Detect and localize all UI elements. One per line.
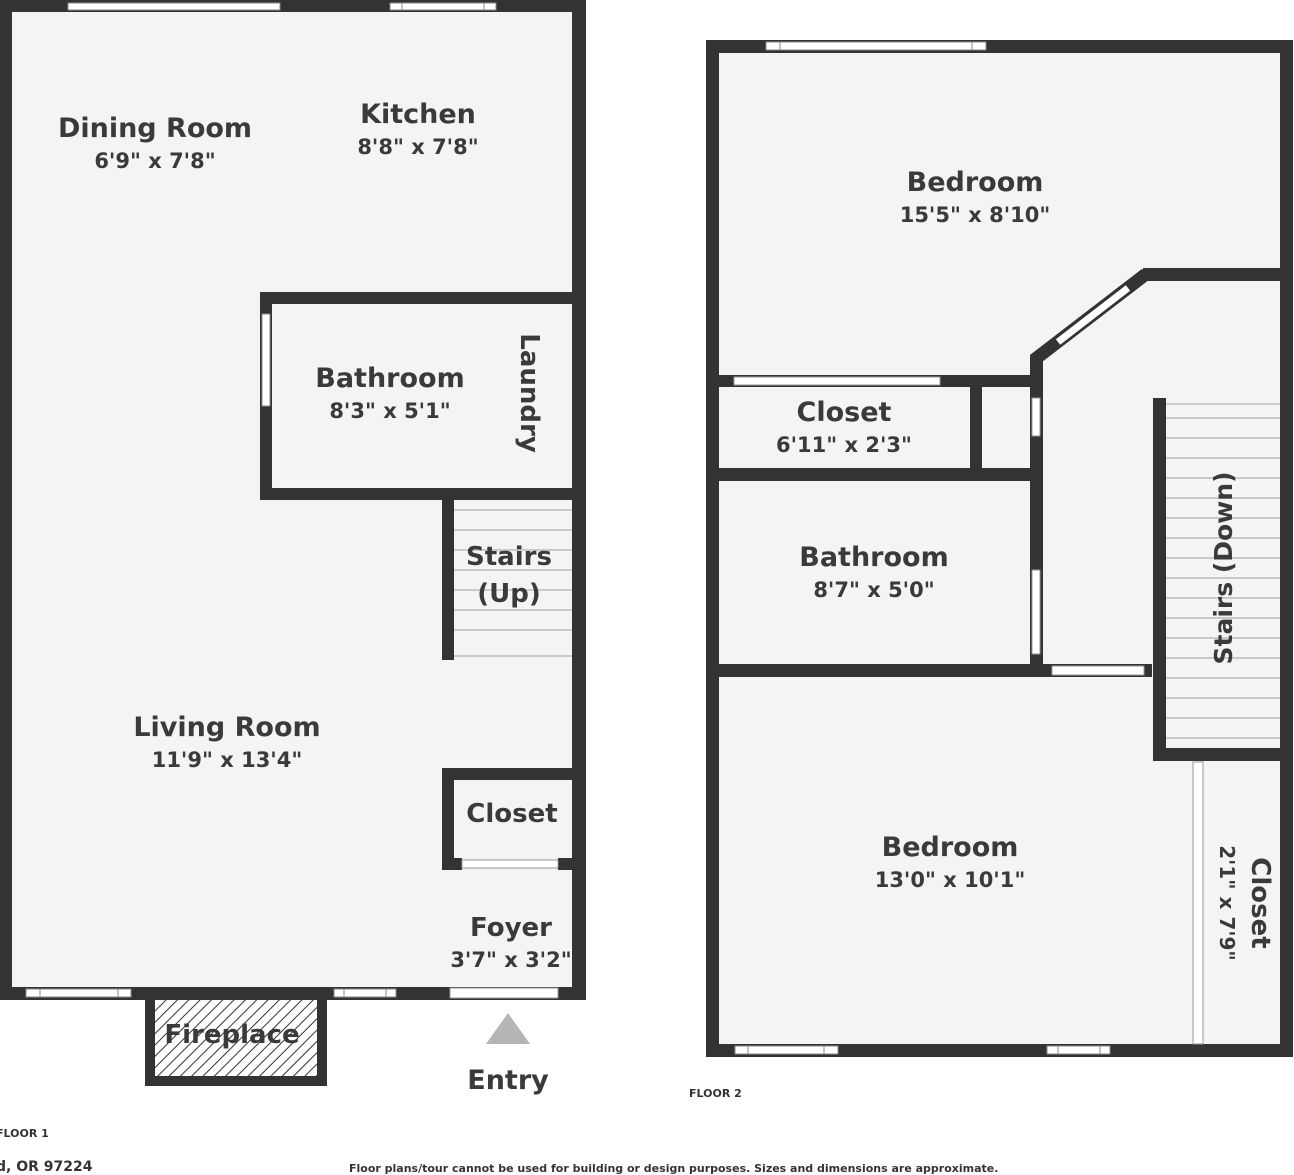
side-closet-dim: 2'1" x 7'9" xyxy=(1215,845,1239,961)
window xyxy=(333,988,397,998)
fireplace-name: Fireplace xyxy=(164,1020,299,1050)
bedroom-top-name: Bedroom xyxy=(907,167,1044,198)
window xyxy=(25,988,132,998)
closet-walls xyxy=(442,768,578,870)
linen-door xyxy=(1031,397,1041,437)
floor-2: Bedroom 15'5" x 8'10" Closet 6'11" x 2'3… xyxy=(689,40,1293,1100)
closet-2-dim: 6'11" x 2'3" xyxy=(776,433,912,457)
bathroom-dim: 8'3" x 5'1" xyxy=(329,399,450,423)
bedroom-door xyxy=(1051,665,1145,676)
bathroom-2-wall xyxy=(712,664,1152,677)
side-closet-door xyxy=(1192,761,1204,1045)
floor-1-label: FLOOR 1 xyxy=(0,1127,49,1140)
floor-2-label: FLOOR 2 xyxy=(689,1087,742,1100)
window xyxy=(67,2,281,11)
closet-2-name: Closet xyxy=(797,397,892,428)
entry-door xyxy=(449,987,559,999)
entry-label: Entry xyxy=(467,1065,549,1096)
stairs-down xyxy=(1153,398,1293,761)
closet-door xyxy=(461,859,559,869)
foyer-name: Foyer xyxy=(470,913,552,943)
bathroom-2-name: Bathroom xyxy=(799,542,948,573)
stairs-down-name: Stairs (Down) xyxy=(1209,472,1238,665)
bathroom-name: Bathroom xyxy=(315,363,464,394)
bathroom-2-dim: 8'7" x 5'0" xyxy=(813,578,934,602)
kitchen-dim: 8'8" x 7'8" xyxy=(357,135,478,159)
dining-room-name: Dining Room xyxy=(58,113,252,144)
window xyxy=(765,41,987,51)
bathroom-2-door xyxy=(1031,569,1041,655)
stairs-up-line1: Stairs xyxy=(466,542,552,572)
disclaimer: Floor plans/tour cannot be used for buil… xyxy=(349,1162,998,1175)
side-closet-name: Closet xyxy=(1245,857,1275,948)
living-room-dim: 11'9" x 13'4" xyxy=(152,748,303,772)
stairs-up xyxy=(442,500,572,660)
stairs-up-line2: (Up) xyxy=(477,579,541,609)
fireplace xyxy=(145,990,327,1086)
window xyxy=(389,2,497,11)
window xyxy=(1046,1045,1111,1055)
floor-1: Dining Room 6'9" x 7'8" Kitchen 8'8" x 7… xyxy=(0,0,586,1175)
bathroom-window xyxy=(261,313,271,407)
bedroom-bottom-name: Bedroom xyxy=(882,832,1019,863)
dining-room-dim: 6'9" x 7'8" xyxy=(94,149,215,173)
living-room-name: Living Room xyxy=(133,712,320,743)
foyer-dim: 3'7" x 3'2" xyxy=(450,948,571,972)
bedroom-bottom-dim: 13'0" x 10'1" xyxy=(875,868,1026,892)
window xyxy=(734,1045,839,1055)
bedroom-top-dim: 15'5" x 8'10" xyxy=(900,203,1051,227)
laundry-name: Laundry xyxy=(514,333,544,453)
kitchen-name: Kitchen xyxy=(360,99,476,130)
address: d, OR 97224 xyxy=(0,1159,93,1175)
closet-name: Closet xyxy=(466,799,557,829)
entry-arrow-icon xyxy=(486,1013,530,1044)
closet-2-door xyxy=(733,376,941,386)
